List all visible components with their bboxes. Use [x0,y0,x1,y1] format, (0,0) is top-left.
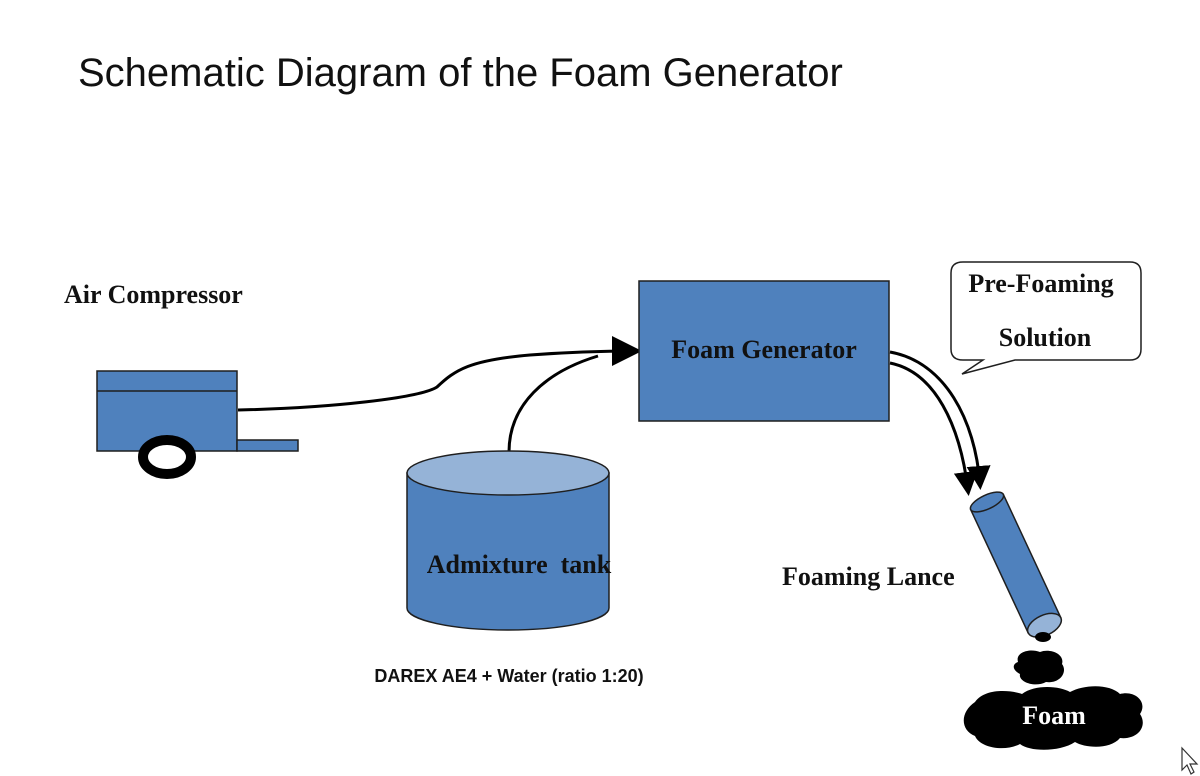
admixture-hose-line [507,354,599,453]
page-title: Schematic Diagram of the Foam Generator [78,51,843,95]
lance-nozzle-hole [1035,632,1051,642]
tank-top [406,450,610,496]
admixture-note: DAREX AE4 + Water (ratio 1:20) [374,666,643,686]
callout-line-1: Pre-Foaming [968,269,1113,298]
compressor-tow-bar [236,439,299,452]
callout-bubble [950,261,1142,375]
admixture-tank-label: Admixture tank [427,550,612,579]
foam-drop [1013,650,1065,685]
lance-body [969,493,1062,634]
foam-generator-label: Foam Generator [671,335,857,364]
tank-body [406,472,610,631]
admixture-tank [406,450,610,631]
foaming-lance [969,491,1063,642]
air-compressor [96,370,299,479]
foam-blob [963,650,1143,750]
air-hose-line [237,336,642,412]
foaming-lance-label: Foaming Lance [782,562,955,591]
foam-generator-box [638,280,890,422]
compressor-wheel [138,435,196,479]
foam-label: Foam [1022,701,1086,730]
mouse-pointer-icon [1181,746,1199,775]
foam-cloud [963,686,1143,750]
lance-top [969,491,1005,513]
callout-line-2: Solution [999,323,1092,352]
solution-line-inner [889,361,978,496]
solution-line-outer [889,350,991,490]
air-compressor-label: Air Compressor [64,280,243,309]
